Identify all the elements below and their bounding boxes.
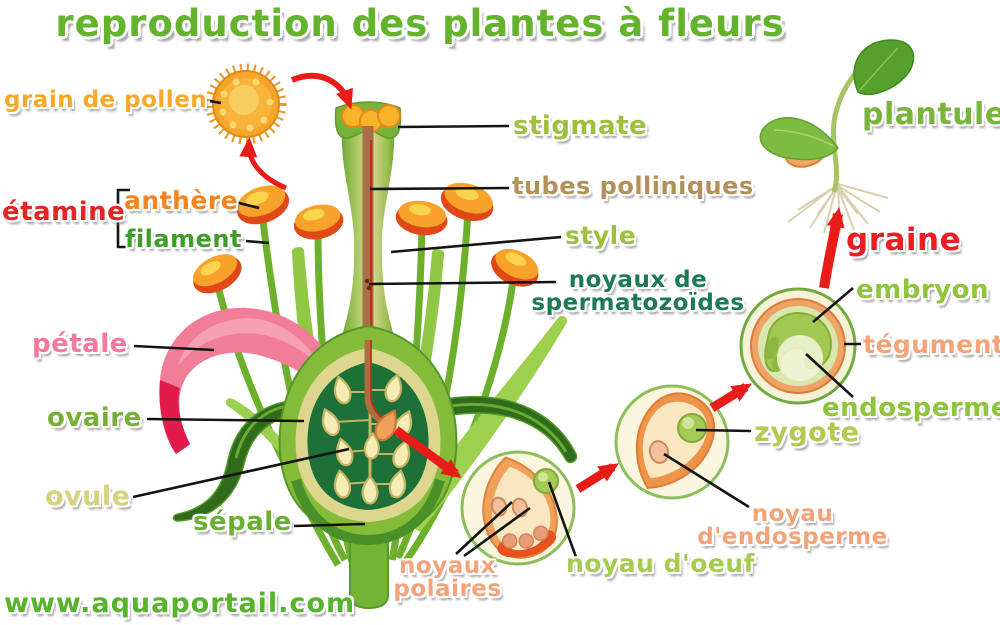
label-ovule: ovule bbox=[45, 481, 131, 512]
pollen-grain bbox=[205, 63, 287, 145]
label-noyaux-polaires: noyaux polaires bbox=[393, 553, 502, 603]
stigma-lobe bbox=[377, 104, 401, 128]
leaf-left bbox=[759, 116, 839, 161]
label-tubes-polliniques: tubes polliniques bbox=[512, 172, 754, 200]
label-embryon: embryon bbox=[856, 275, 989, 305]
label-etamine: étamine bbox=[2, 197, 126, 227]
watermark-url: www.aquaportail.com bbox=[4, 588, 356, 619]
label-zygote: zygote bbox=[754, 417, 860, 448]
label-petale: pétale bbox=[32, 329, 128, 359]
fertilized-ovule bbox=[374, 409, 397, 442]
label-noyau-d-endosperme: noyau d'endosperme bbox=[697, 501, 888, 551]
label-graine: graine bbox=[846, 222, 962, 258]
label-endosperme: endosperme bbox=[822, 393, 1000, 423]
label-tegument: tégument bbox=[863, 330, 1000, 359]
label-sepale: sépale bbox=[193, 507, 292, 537]
seed-cross-section bbox=[739, 287, 857, 405]
zygote-cell bbox=[677, 413, 707, 443]
label-plantule: plantule bbox=[862, 97, 1000, 132]
cycle-arrows bbox=[239, 72, 845, 493]
label-anthere: anthère bbox=[124, 186, 239, 215]
ovule-closeup-2 bbox=[614, 384, 730, 500]
anthers bbox=[193, 182, 539, 294]
pistil-style bbox=[334, 101, 402, 348]
etamine-bracket bbox=[116, 188, 130, 249]
label-ovaire: ovaire bbox=[47, 403, 142, 433]
seedling bbox=[759, 39, 915, 234]
ovary-cross-section bbox=[278, 324, 458, 546]
endosperm-nucleus-cell bbox=[648, 440, 670, 464]
diagram-title: reproduction des plantes à fleurs bbox=[55, 2, 785, 45]
label-noyaux-de-spermatozoides: noyaux de spermatozoïdes bbox=[531, 267, 745, 317]
roots bbox=[787, 183, 889, 234]
label-grain-de-pollen: grain de pollen bbox=[4, 87, 208, 113]
label-style: style bbox=[565, 221, 637, 250]
petal-shape bbox=[159, 307, 348, 454]
flower-cross-section bbox=[159, 101, 578, 610]
label-stigmate: stigmate bbox=[513, 111, 648, 141]
pollen-tube-channel bbox=[362, 126, 374, 340]
label-noyau-d-oeuf: noyau d'oeuf bbox=[566, 549, 755, 578]
pointer-lines bbox=[116, 99, 861, 561]
ovule-closeup-1 bbox=[460, 450, 576, 566]
ovules bbox=[321, 373, 413, 505]
label-filament: filament bbox=[125, 225, 242, 253]
